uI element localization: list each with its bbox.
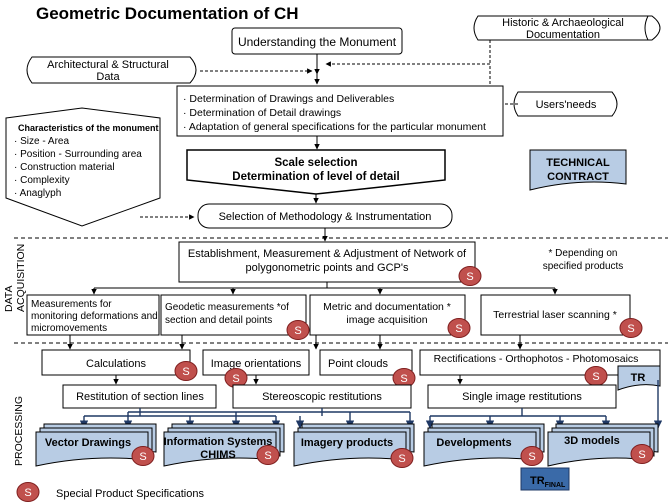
rectifications-label: Rectifications - Orthophotos - Photomosa… [434, 353, 639, 365]
characteristics-item-4: · Complexity [14, 175, 70, 186]
section-label-acquisition: DATAACQUISITION [3, 244, 27, 312]
stereoscopic-label: Stereoscopic restitutions [262, 391, 382, 403]
models-3d-label: 3D models [564, 435, 620, 447]
network-label-2: polygonometric points and GCP's [246, 262, 409, 274]
legend-text: Special Product Specifications [56, 488, 204, 500]
measurements-box [26, 294, 160, 336]
arch-data-shape [26, 56, 197, 84]
determination-item-2: · Determination of Detail drawings [183, 107, 341, 119]
historic-label-1: Historic & Archaeological [502, 17, 624, 29]
info-systems-label-2: CHIMS [200, 449, 235, 461]
badge-developments-letter: S [528, 451, 535, 463]
info-systems-label-1: Information Systems [164, 436, 273, 448]
arch-data-label-2: Data [96, 71, 120, 83]
determination-item-1: · Determination of Drawings and Delivera… [183, 93, 394, 105]
measurements-label-1: Measurements for [31, 299, 112, 310]
scale-selection-shape [186, 149, 446, 195]
metric-box [309, 294, 466, 336]
page-title: Geometric Documentation of CH [36, 4, 299, 23]
badge-point-clouds-letter: S [400, 373, 407, 385]
badge-models-3d-letter: S [638, 449, 645, 461]
badge-vector-drawings-letter: S [139, 451, 146, 463]
vector-drawings-label: Vector Drawings [45, 437, 131, 449]
measurements-label-3: micromovements [31, 323, 107, 334]
users-needs-shape [513, 91, 618, 117]
determination-item-3: · Adaptation of general specifications f… [183, 121, 486, 133]
badge-image-orientations-letter: S [232, 373, 239, 385]
laser-label: Terrestrial laser scanning * [493, 309, 617, 321]
methodology-label: Selection of Methodology & Instrumentati… [219, 211, 432, 223]
badge-imagery-products-letter: S [398, 453, 405, 465]
restitution-sections-label: Restitution of section lines [76, 391, 204, 403]
characteristics-item-2: · Position - Surrounding area [14, 149, 142, 160]
geodetic-box [160, 294, 307, 336]
tr-label: TR [631, 372, 646, 384]
measurements-label-2: monitoring deformations and [31, 311, 158, 322]
developments-label: Developments [436, 437, 511, 449]
characteristics-item-5: · Anaglyph [14, 188, 61, 199]
imagery-products-label: Imagery products [301, 437, 393, 449]
tr-final-box [520, 467, 570, 491]
badge-calculations-letter: S [182, 366, 189, 378]
historic-doc-shape [473, 15, 661, 41]
tr-doc-shape [617, 365, 661, 391]
arch-data-label-1: Architectural & Structural [47, 59, 169, 71]
determination-box [176, 85, 504, 137]
characteristics-item-3: · Construction material [14, 162, 115, 173]
technical-contract-label-1: TECHNICAL [546, 157, 610, 169]
characteristics-shape [5, 107, 161, 227]
scale-label-1: Scale selection [274, 157, 357, 169]
image-orientations-label: Image orientations [211, 358, 302, 370]
single-image-label: Single image restitutions [462, 391, 582, 403]
depending-note-2: specified products [543, 261, 624, 272]
developments-doc [423, 423, 545, 467]
historic-label-2: Documentation [526, 29, 600, 41]
metric-label-2: image acquisition [346, 314, 427, 326]
scale-label-2: Determination of level of detail [232, 171, 399, 183]
geodetic-label-1: Geodetic measurements *of [165, 302, 289, 313]
geodetic-label-2: section and detail points [165, 315, 272, 326]
imagery-products-doc [293, 423, 415, 467]
technical-contract-shape [529, 149, 627, 191]
understanding-label: Understanding the Monument [238, 35, 397, 49]
metric-label-1: Metric and documentation * [323, 301, 451, 313]
badge-geodetic-letter: S [294, 325, 301, 337]
characteristics-item-1: · Size - Area [14, 136, 69, 147]
models-3d-doc [547, 423, 659, 467]
laser-box [480, 294, 631, 336]
tr-final-label: TRFINAL [530, 475, 566, 489]
badge-info-systems-letter: S [264, 450, 271, 462]
depending-note-1: * Depending on [549, 248, 618, 259]
badge-metric-letter: S [455, 323, 462, 335]
calculations-label: Calculations [86, 358, 146, 370]
badge-rectifications-letter: S [592, 371, 599, 383]
badge-network-letter: S [466, 271, 473, 283]
technical-contract-label-2: CONTRACT [547, 171, 609, 183]
network-label-1: Establishment, Measurement & Adjustment … [188, 248, 467, 260]
section-label-processing: PROCESSING [13, 396, 25, 466]
characteristics-title: Characteristics of the monument [18, 123, 159, 133]
image-orientations-box [202, 349, 310, 376]
users-needs-label: Users'needs [536, 99, 597, 111]
legend-badge-letter: S [24, 487, 31, 499]
point-clouds-label: Point clouds [328, 358, 388, 370]
badge-laser-letter: S [627, 323, 634, 335]
